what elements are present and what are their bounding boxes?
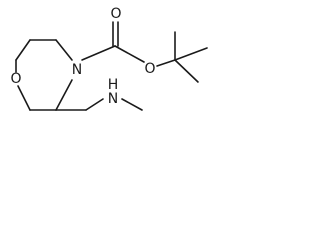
bond-n-carbonyl-carbon xyxy=(81,45,116,61)
ring-nitrogen-label: N xyxy=(72,62,82,78)
bond-c-c-upper-left xyxy=(15,39,31,61)
bond-o-c-lower-left xyxy=(17,85,31,111)
carbonyl-oxygen-label: O xyxy=(110,6,121,22)
bond-ester-oxygen-quaternary-carbon xyxy=(156,59,176,67)
amine-hydrogen-label: H xyxy=(108,77,119,93)
methylaminomethyl-side-chain xyxy=(55,98,143,111)
bond-tbutyl-methyl-down xyxy=(174,59,199,83)
bond-tbutyl-methyl-right xyxy=(174,47,208,61)
amine-nitrogen-label: N xyxy=(108,91,118,107)
morpholine-ring xyxy=(15,39,73,111)
ester-oxygen-label: O xyxy=(144,61,155,77)
bond-carbonyl-ester-oxygen xyxy=(114,45,145,63)
bond-methylene-amine xyxy=(85,98,104,111)
ring-oxygen-label: O xyxy=(10,71,21,87)
bond-amine-methyl xyxy=(121,98,143,111)
boc-group xyxy=(81,21,208,83)
bond-c-n-lower-right xyxy=(55,79,73,111)
chemical-structure-diagram: O O N O H N xyxy=(10,6,208,111)
bond-n-c-upper-right xyxy=(55,39,73,61)
